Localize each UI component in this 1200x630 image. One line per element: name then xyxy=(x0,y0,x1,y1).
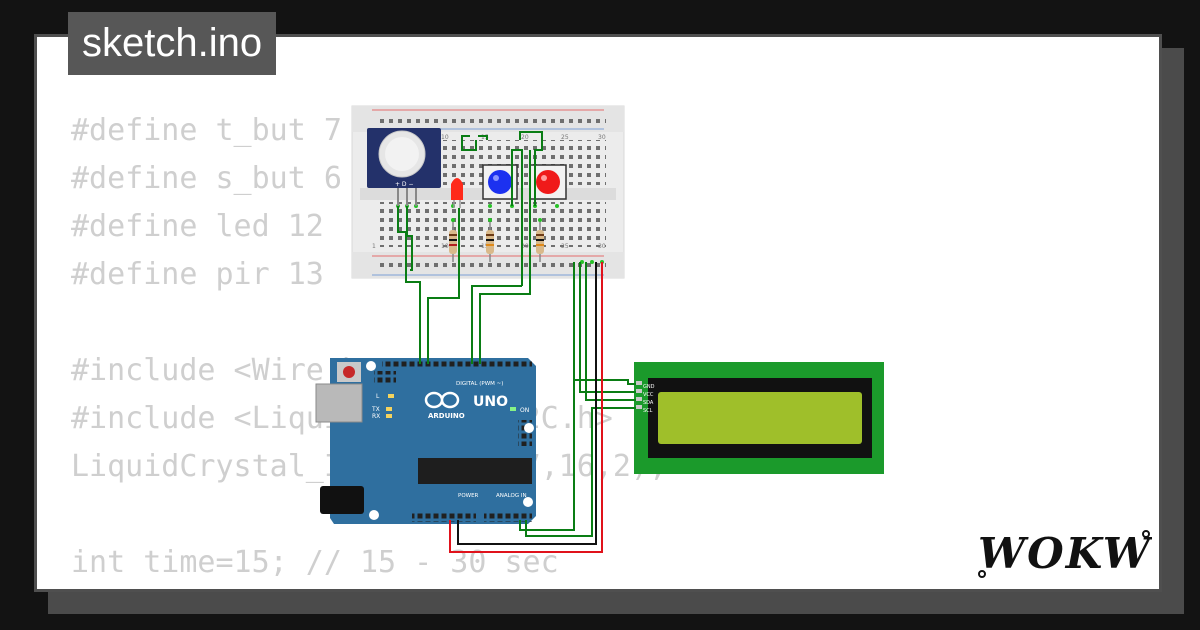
wokwi-logo: WOKWi xyxy=(978,529,1152,578)
arduino-uno-board[interactable]: DIGITAL (PWM ~) UNO ARDUINO ON L TX RX P… xyxy=(315,358,536,524)
lcd-display[interactable]: GND VCC SDA SCL xyxy=(634,362,884,474)
breadboard-column-number: 30 xyxy=(598,243,606,250)
breadboard: 1 5 10 15 20 25 30 1 10 15 20 25 30 xyxy=(351,105,625,279)
file-title: sketch.ino xyxy=(68,12,277,75)
lcd-sda-label: SDA xyxy=(643,400,654,406)
wires xyxy=(397,131,636,553)
code-preview: #define t_but 7 #define s_but 6 #define le… xyxy=(71,107,667,587)
breadboard-column-number: 20 xyxy=(521,243,529,250)
lcd-vcc-label: VCC xyxy=(643,392,654,398)
tx-led-label: TX xyxy=(371,406,380,413)
digital-header-label: DIGITAL (PWM ~) xyxy=(456,381,503,387)
wokwi-logo-text: WOKWi xyxy=(978,529,1152,578)
code-line: #define t_but 7 xyxy=(71,113,342,148)
code-line: int time=15; // 15 - 30 sec xyxy=(71,545,559,580)
lcd-gnd-label: GND xyxy=(643,384,655,390)
breadboard-column-number: 25 xyxy=(561,243,569,250)
analog-header-label: ANALOG IN xyxy=(496,493,527,499)
breadboard-column-number: 15 xyxy=(481,134,489,141)
breadboard-column-number: 20 xyxy=(521,134,529,141)
pir-sensor[interactable]: + D − xyxy=(367,128,441,206)
resistor[interactable] xyxy=(449,222,457,262)
code-line: #define led 12 xyxy=(71,209,324,244)
arduino-label: ARDUINO xyxy=(428,412,465,420)
rx-led-label: RX xyxy=(372,413,380,420)
breadboard-column-number: 30 xyxy=(598,134,606,141)
l-led-label: L xyxy=(376,393,380,400)
breadboard-column-number: 10 xyxy=(441,134,449,141)
power-header-label: POWER xyxy=(458,493,479,499)
on-led-label: ON xyxy=(520,407,529,414)
resistor[interactable] xyxy=(536,222,544,262)
breadboard-column-number: 25 xyxy=(561,134,569,141)
breadboard-column-number: 15 xyxy=(481,243,489,250)
breadboard-column-number: 10 xyxy=(441,243,449,250)
code-line: #define pir 13 xyxy=(71,257,324,292)
resistor[interactable] xyxy=(486,222,494,262)
red-led[interactable] xyxy=(451,178,463,208)
lcd-scl-label: SCL xyxy=(643,408,653,414)
code-line: #define s_but 6 xyxy=(71,161,342,196)
uno-label: UNO xyxy=(473,394,508,410)
breadboard-column-number: 1 xyxy=(372,243,376,250)
pir-pin-label: + D − xyxy=(395,181,414,188)
